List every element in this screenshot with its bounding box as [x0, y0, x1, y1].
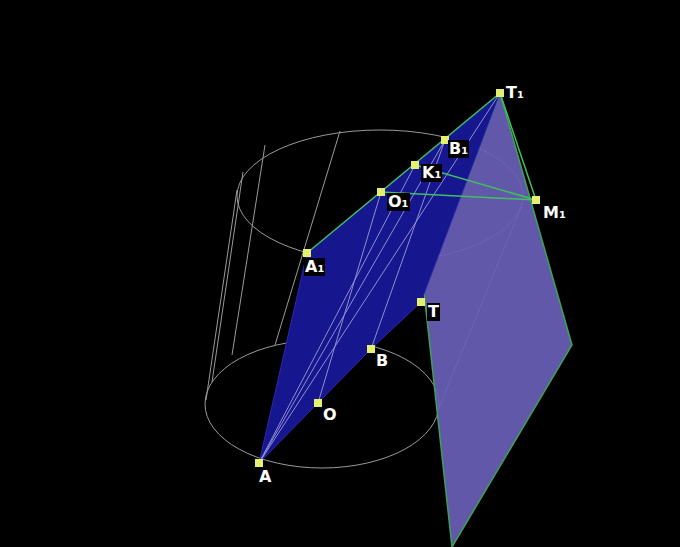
point-label: A₁	[304, 258, 325, 276]
point-label: M₁	[542, 204, 567, 222]
segment	[259, 165, 415, 463]
point-marker	[532, 196, 540, 204]
point-label: K₁	[421, 164, 442, 182]
point-marker	[496, 89, 504, 97]
point-marker	[303, 249, 311, 257]
point-marker	[367, 345, 375, 353]
segment	[307, 93, 500, 253]
segment	[500, 93, 536, 200]
cylinder-generator	[232, 145, 265, 355]
axis	[318, 192, 381, 403]
point-label: O₁	[387, 193, 410, 211]
segment	[415, 165, 536, 200]
point-label: A	[258, 468, 272, 486]
cylinder-side	[212, 172, 243, 382]
generator	[371, 140, 445, 349]
point-marker	[411, 161, 419, 169]
point-label: O	[322, 406, 338, 424]
point-marker	[417, 298, 425, 306]
point-marker	[314, 399, 322, 407]
point-label: T	[427, 303, 440, 321]
diagonal	[259, 140, 445, 463]
diagonal	[259, 93, 500, 463]
point-label: T₁	[505, 84, 525, 102]
point-label: B	[375, 352, 389, 370]
point-label: B₁	[448, 140, 469, 158]
cylinder-side	[206, 190, 237, 400]
point-marker	[255, 459, 263, 467]
point-marker	[377, 188, 385, 196]
axial-section	[259, 93, 500, 463]
